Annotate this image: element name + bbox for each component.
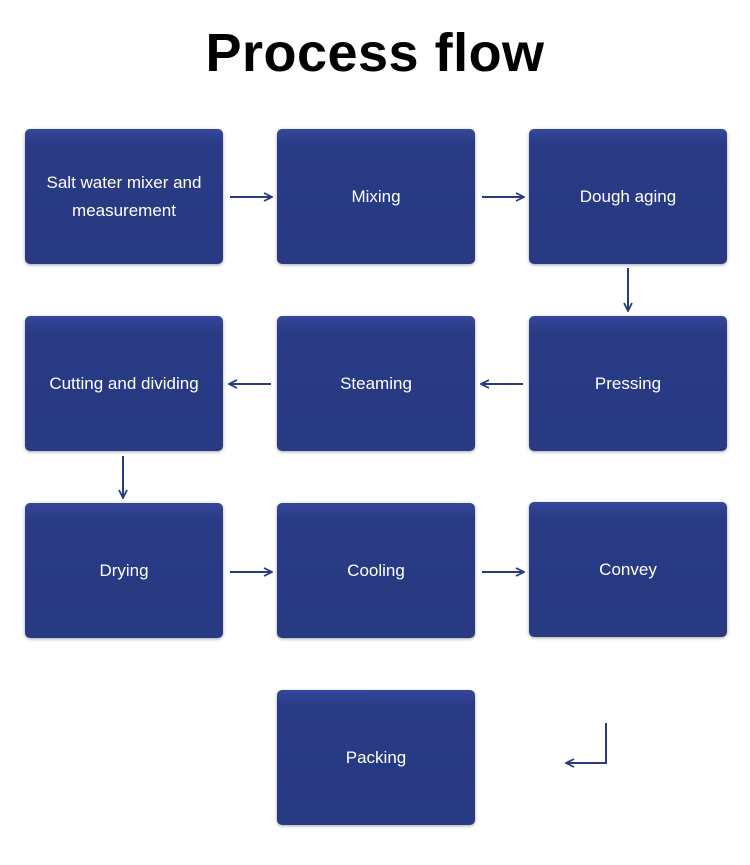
step-cooling: Cooling (277, 503, 475, 638)
step-convey: Convey (529, 502, 727, 637)
step-steaming: Steaming (277, 316, 475, 451)
step-salt-water-mixer: Salt water mixer and measurement (25, 129, 223, 264)
step-mixing: Mixing (277, 129, 475, 264)
step-cutting-dividing: Cutting and dividing (25, 316, 223, 451)
step-packing: Packing (277, 690, 475, 825)
page-title: Process flow (205, 23, 545, 83)
arrow-elbow (566, 723, 607, 763)
step-pressing: Pressing (529, 316, 727, 451)
step-drying: Drying (25, 503, 223, 638)
step-dough-aging: Dough aging (529, 129, 727, 264)
